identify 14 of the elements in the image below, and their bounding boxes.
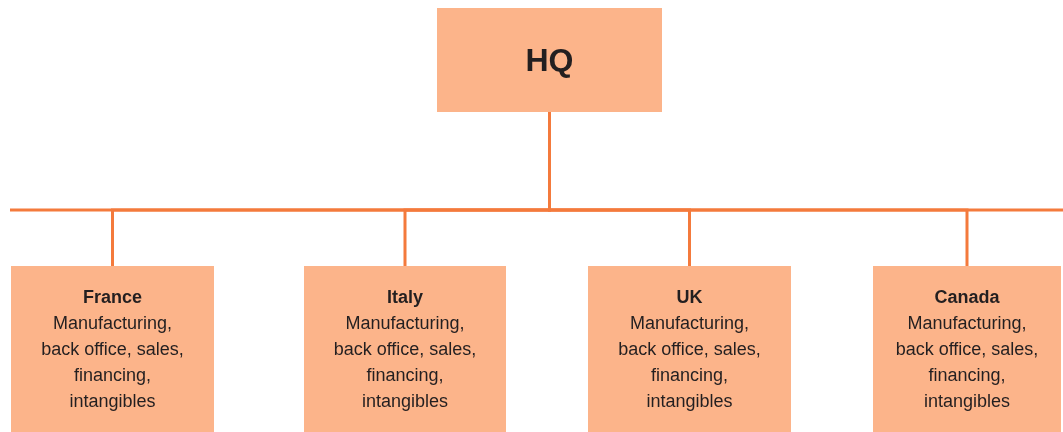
subsidiary-box [11,266,214,432]
box-title: Canada [934,286,1000,309]
headquarters-box [437,8,662,112]
subsidiary-box [304,266,506,432]
subsidiary-box [873,266,1061,432]
box-title: Italy [387,286,423,309]
box-title: France [83,286,142,309]
box-title: UK [676,286,703,309]
box-description: Manufacturing, back office, sales, financing, intangibles [617,312,762,413]
subsidiary-box [588,266,791,432]
box-title: HQ [525,41,574,80]
box-description: Manufacturing, back office, sales, financing, intangibles [332,312,478,413]
box-description: Manufacturing, back office, sales, financing, intangibles [40,312,185,413]
box-description: Manufacturing, back office, sales, financing, intangibles [894,312,1040,413]
